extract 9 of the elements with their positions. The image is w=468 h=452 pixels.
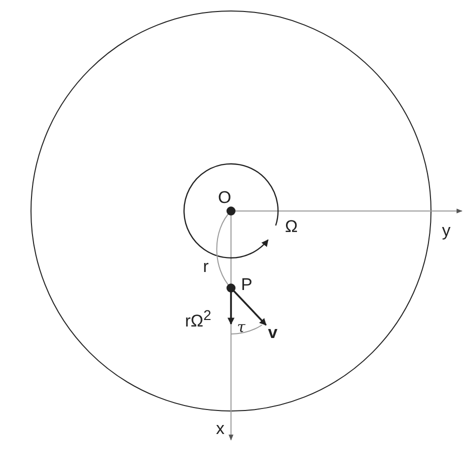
point-label: O [218, 189, 232, 206]
radius-label: r [203, 258, 209, 275]
point-label: P [241, 276, 252, 293]
angular-velocity-label: Ω [285, 218, 298, 235]
axis-label: x [216, 420, 224, 437]
acceleration-label: rΩ$^{2}$ [185, 309, 212, 330]
angle-label: τ [237, 320, 246, 335]
velocity-label: v [268, 324, 278, 341]
axis-label: y [442, 222, 450, 239]
